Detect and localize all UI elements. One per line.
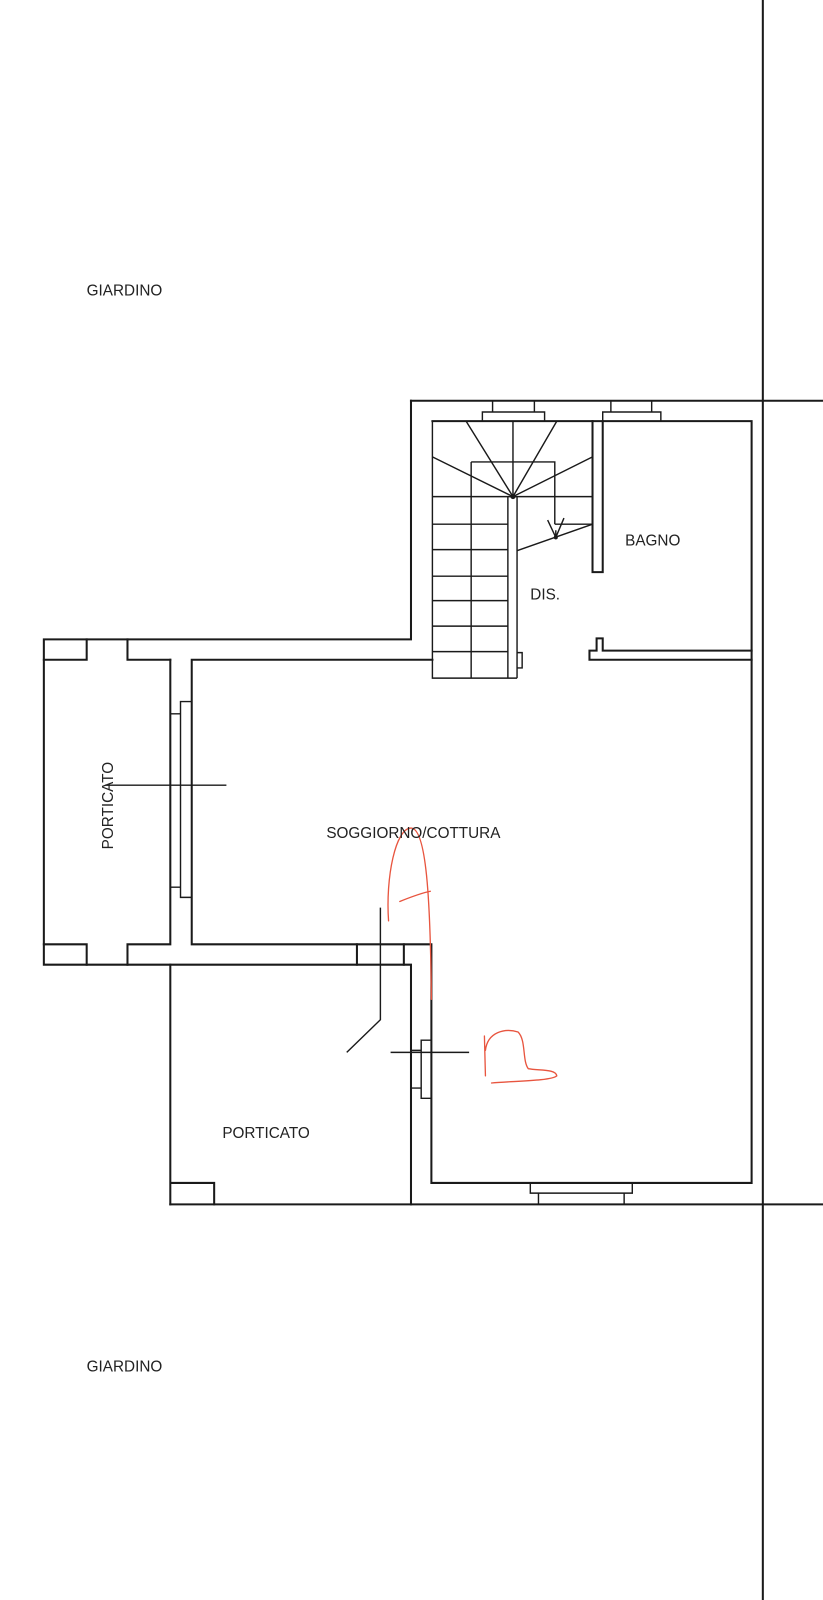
window-living-bottom	[529, 1182, 634, 1205]
window-stair	[481, 400, 546, 422]
label-hallway: DIS.	[530, 587, 560, 604]
door-swing	[346, 907, 382, 1053]
staircase	[431, 420, 593, 679]
windows	[105, 400, 662, 1205]
annotation-a-mark	[387, 827, 433, 1001]
label-garden-bottom: GIARDINO	[87, 1359, 163, 1376]
building-walls	[42, 399, 753, 1206]
label-porch-left: PORTICATO	[100, 762, 117, 850]
window-bathroom	[602, 400, 662, 422]
label-garden-top: GIARDINO	[87, 283, 163, 300]
annotation-b-mark	[483, 1029, 558, 1084]
red-annotations	[387, 827, 558, 1084]
label-bathroom: BAGNO	[625, 533, 680, 550]
label-porch-bottom: PORTICATO	[222, 1125, 310, 1142]
window-porch-bottom	[410, 1039, 432, 1099]
window-porch-left	[170, 700, 192, 899]
label-living-kitchen: SOGGIORNO/COTTURA	[326, 825, 501, 842]
